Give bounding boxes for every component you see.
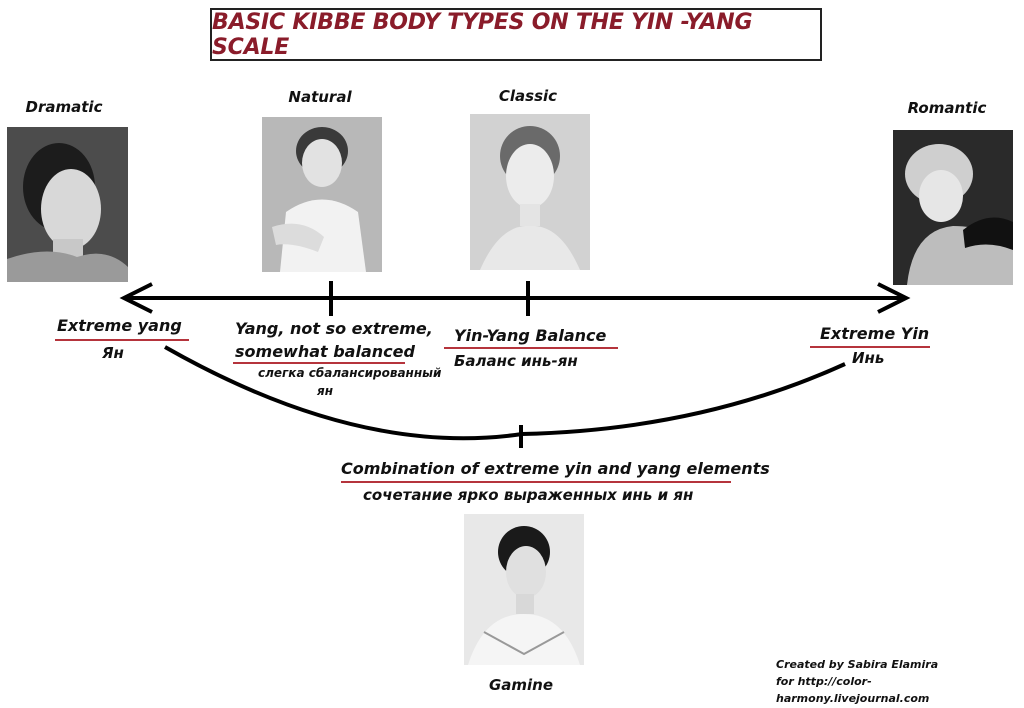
- photo-natural: [262, 117, 382, 272]
- label-yang-moderate-line2: somewhat balanced: [235, 342, 415, 361]
- label-combination: Combination of extreme yin and yang elem…: [341, 459, 770, 478]
- label-balance: Yin-Yang Balance: [454, 326, 607, 345]
- photo-gamine: [464, 514, 584, 665]
- underline-balance: [444, 347, 618, 349]
- title-box: BASIC KIBBE BODY TYPES ON THE YIN -YANG …: [210, 8, 822, 61]
- diagram-title: BASIC KIBBE BODY TYPES ON THE YIN -YANG …: [212, 9, 753, 60]
- type-label-gamine: Gamine: [488, 676, 554, 694]
- label-extreme-yang-ru: Ян: [102, 344, 124, 362]
- type-label-classic: Classic: [498, 87, 558, 105]
- label-balance-ru: Баланс инь-ян: [454, 352, 578, 370]
- photo-romantic: [893, 130, 1013, 285]
- credit-line2: for http://color-harmony.livejournal.com: [776, 675, 930, 705]
- photo-dramatic: [7, 127, 128, 282]
- label-combination-ru: сочетание ярко выраженных инь и ян: [363, 486, 694, 504]
- underline-extreme-yin: [810, 346, 930, 348]
- label-extreme-yin-ru: Инь: [852, 349, 885, 367]
- arrow-right-icon: [877, 282, 911, 314]
- underline-combination: [341, 481, 731, 483]
- underline-extreme-yang: [55, 339, 189, 341]
- label-extreme-yang: Extreme yang: [57, 316, 182, 335]
- label-yang-moderate-ru-line1: слегка сбалансированный: [258, 366, 442, 380]
- photo-classic: [470, 114, 590, 270]
- label-yang-moderate-line1: Yang, not so extreme,: [235, 319, 433, 338]
- underline-yang-moderate: [233, 362, 405, 364]
- type-label-dramatic: Dramatic: [25, 98, 103, 116]
- type-label-natural: Natural: [288, 88, 352, 106]
- type-label-romantic: Romantic: [907, 99, 987, 117]
- arrow-left-icon: [119, 282, 153, 314]
- credit-line1: Created by Sabira Elamira: [776, 658, 939, 671]
- label-yang-moderate-ru-line2: ян: [317, 384, 333, 398]
- label-extreme-yin: Extreme Yin: [820, 324, 930, 343]
